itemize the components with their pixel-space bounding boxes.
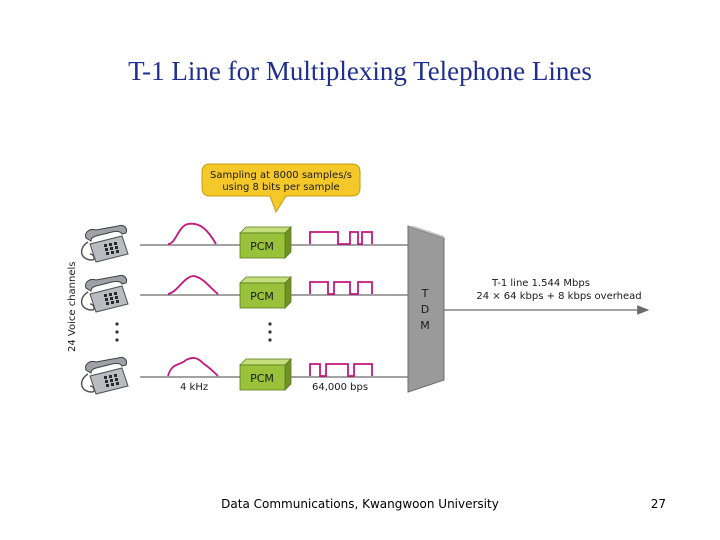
callout-line-2: using 8 bits per sample [222, 182, 339, 193]
digital-waveform [309, 363, 373, 377]
pcm-label: PCM [250, 290, 274, 303]
sampling-callout: Sampling at 8000 samples/s using 8 bits … [201, 163, 361, 214]
analog-bandwidth-label: 4 kHz [180, 382, 208, 393]
channel-lines [140, 244, 408, 378]
slide-title: T-1 Line for Multiplexing Telephone Line… [128, 56, 592, 86]
digital-rate-label: 64,000 bps [312, 382, 368, 393]
tdm-label-t: T [421, 287, 429, 300]
analog-waveform [167, 222, 217, 245]
pcm-box-2: PCM [239, 276, 292, 309]
pcm-label: PCM [250, 372, 274, 385]
page-number: 27 [650, 497, 666, 511]
digital-waveform [309, 231, 373, 245]
voice-channels-label: 24 Voice channels [67, 262, 78, 352]
telephone-icon [80, 274, 129, 313]
t1-overhead-label: 24 × 64 kbps + 8 kbps overhead [476, 291, 641, 302]
t1-line-rate-label: T-1 line 1.544 Mbps [491, 278, 590, 289]
digital-waveform [309, 281, 373, 295]
ellipsis-dots-left [115, 322, 119, 342]
telephone-icon [80, 356, 129, 395]
tdm-label-d: D [421, 303, 429, 316]
analog-waveform [167, 357, 219, 377]
pcm-box-1: PCM [239, 226, 292, 259]
tdm-label-m: M [420, 319, 430, 332]
telephone-icon [80, 224, 129, 263]
analog-waveform [167, 275, 219, 295]
ellipsis-dots-middle [268, 322, 272, 342]
tdm-multiplexer: T D M [407, 225, 445, 393]
pcm-box-24: PCM [239, 358, 292, 391]
pcm-label: PCM [250, 240, 274, 253]
callout-line-1: Sampling at 8000 samples/s [210, 170, 352, 181]
footer-text: Data Communications, Kwangwoon Universit… [221, 497, 499, 511]
